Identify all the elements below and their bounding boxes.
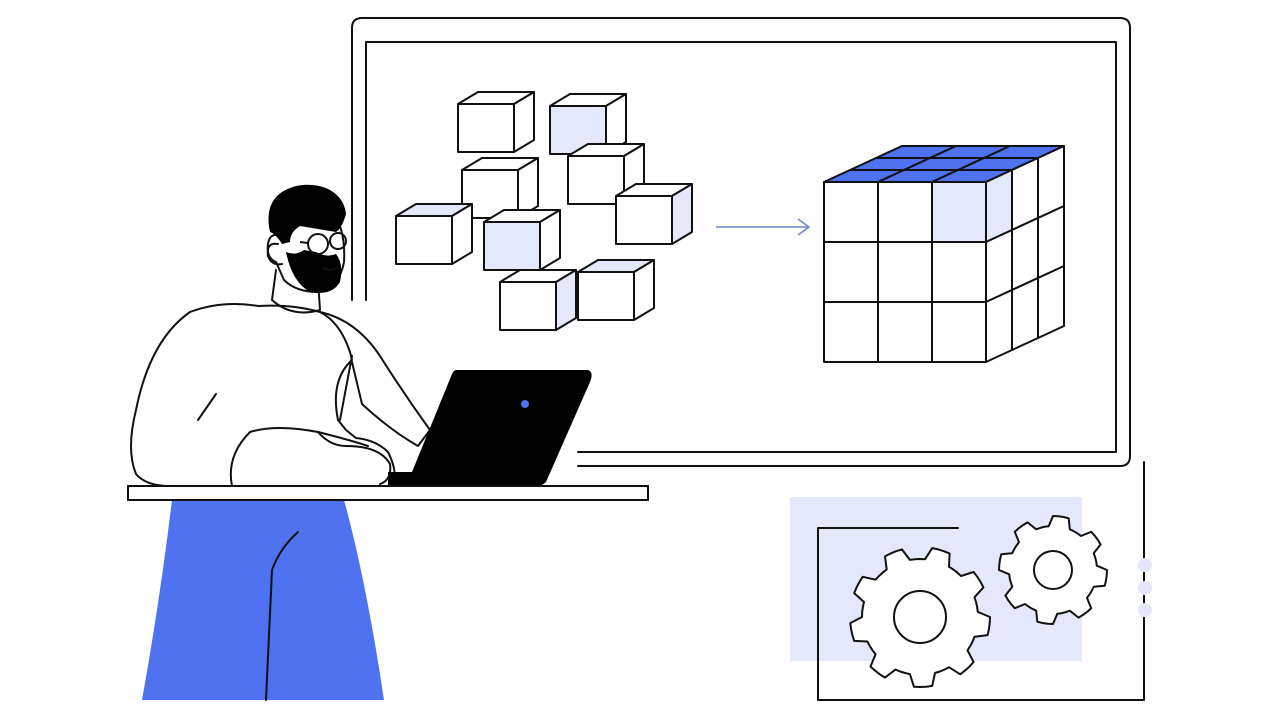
monitor-frame xyxy=(351,17,1131,467)
cube-side-cell xyxy=(1037,265,1065,339)
sweater xyxy=(130,303,396,487)
arrow-right-icon xyxy=(716,218,810,236)
settings-panel xyxy=(790,461,1152,701)
cube-icon xyxy=(395,203,473,265)
desk xyxy=(127,485,649,501)
cube-icon xyxy=(457,91,535,153)
cube-front-cell xyxy=(877,241,933,303)
cube-front-cell xyxy=(931,241,987,303)
person-icon xyxy=(130,184,431,701)
cube-front-cell xyxy=(823,301,879,363)
laptop-icon xyxy=(388,370,592,486)
cube-front-cell xyxy=(877,301,933,363)
cube-icon xyxy=(577,259,655,321)
glasses-icon xyxy=(299,232,347,255)
gear-icon xyxy=(998,515,1108,625)
cube-side-cell xyxy=(985,289,1013,363)
cube-icon xyxy=(549,93,627,155)
cube-front-cell xyxy=(931,301,987,363)
cube-icon xyxy=(483,209,561,271)
cube-front-cell xyxy=(823,181,879,243)
assembled-cube xyxy=(823,145,1065,363)
hair xyxy=(268,184,346,244)
cube-icon xyxy=(499,269,577,331)
cube-front-cell xyxy=(877,181,933,243)
cube-icon xyxy=(615,183,693,245)
scattered-cubes xyxy=(395,91,693,331)
cube-side-cell xyxy=(1011,277,1039,351)
cube-front-cell xyxy=(931,181,987,243)
pants xyxy=(142,500,384,700)
gear-icon xyxy=(849,547,991,688)
beard xyxy=(286,250,342,293)
cube-front-cell xyxy=(823,241,879,303)
